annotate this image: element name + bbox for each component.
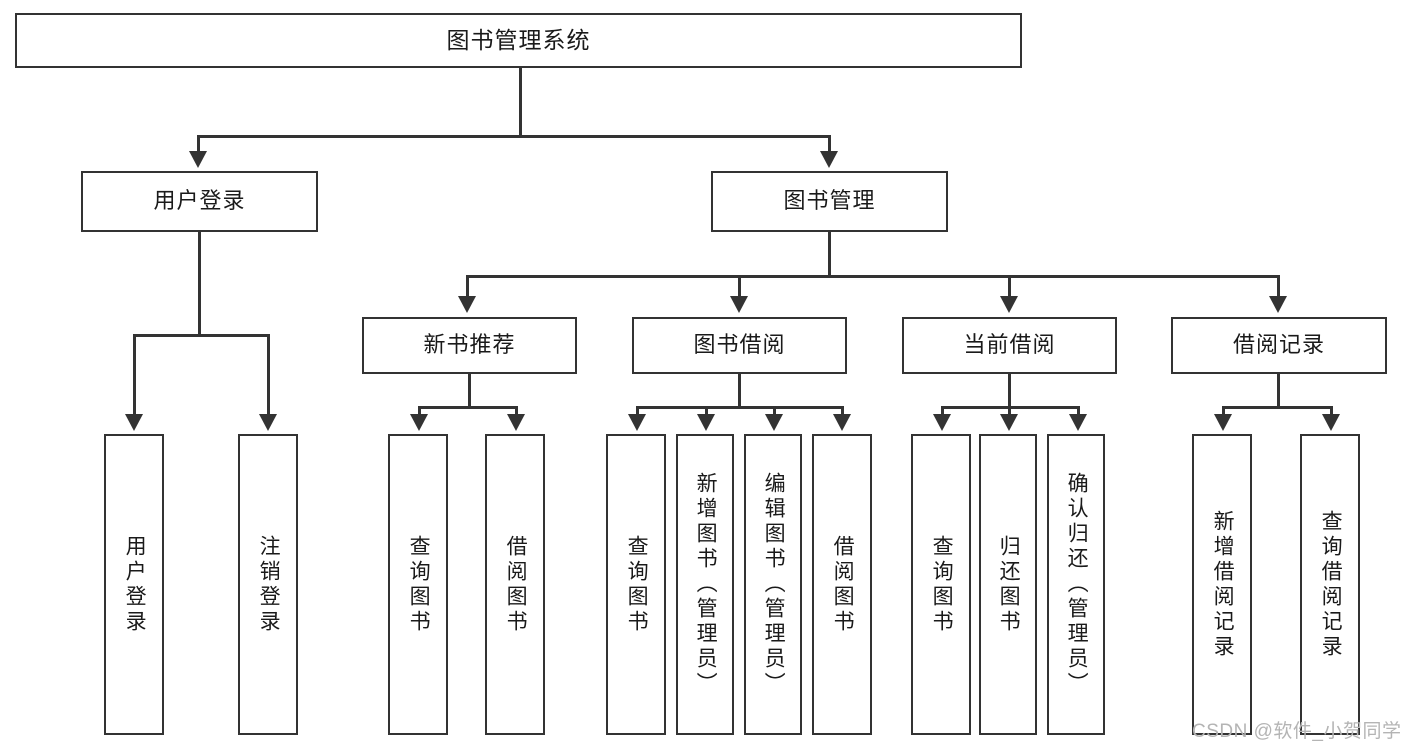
node-borrow-record[interactable]: 借阅记录 (1171, 317, 1387, 374)
leaf-book-borrow-edit-book-admin[interactable]: 编辑图书（管理员） (744, 434, 802, 735)
arrowhead-borrow-record-child-0 (1214, 414, 1232, 431)
edge-borrow-record-child-0 (1222, 406, 1225, 418)
edge-borrow-record-child-1 (1330, 406, 1333, 418)
leaf-user-login-logout[interactable]: 注销登录 (238, 434, 298, 735)
arrowhead-to-current-borrow (1000, 296, 1018, 313)
edge-current-borrow-child-0 (941, 406, 944, 418)
arrowhead-current-borrow-child-1 (1000, 414, 1018, 431)
arrowhead-current-borrow-child-2 (1069, 414, 1087, 431)
leaf-new-book-borrow-book[interactable]: 借阅图书 (485, 434, 545, 735)
leaf-book-borrow-add-book-admin[interactable]: 新增图书（管理员） (676, 434, 734, 735)
edge-book-borrow-child-1 (705, 406, 708, 418)
leaf-new-book-query-book[interactable]: 查询图书 (388, 434, 448, 735)
edge-new-book-stem (468, 374, 471, 408)
edge-book-borrow-child-3 (841, 406, 844, 418)
arrowhead-user-login-child-1 (259, 414, 277, 431)
arrowhead-to-book-borrow (730, 296, 748, 313)
node-book-borrow[interactable]: 图书借阅 (632, 317, 847, 374)
arrowhead-to-user-login (189, 151, 207, 168)
edge-current-borrow-child-2 (1077, 406, 1080, 418)
edge-current-borrow-stem (1008, 374, 1011, 408)
edge-bm-to-borrow-record (1277, 275, 1280, 299)
node-book-management[interactable]: 图书管理 (711, 171, 948, 232)
edge-root-bus (197, 135, 831, 138)
leaf-current-borrow-confirm-return-admin[interactable]: 确认归还（管理员） (1047, 434, 1105, 735)
edge-user-login-child-1 (267, 334, 270, 418)
edge-book-borrow-child-2 (773, 406, 776, 418)
edge-current-borrow-child-1 (1008, 406, 1011, 418)
edge-bm-to-new-book (466, 275, 469, 299)
edge-new-book-bus (418, 406, 518, 409)
edge-root-to-user-login (197, 135, 200, 155)
node-user-login[interactable]: 用户登录 (81, 171, 318, 232)
node-root-book-management-system[interactable]: 图书管理系统 (15, 13, 1022, 68)
edge-root-to-book-management (828, 135, 831, 155)
arrowhead-to-borrow-record (1269, 296, 1287, 313)
edge-borrow-record-bus (1222, 406, 1333, 409)
arrowhead-new-book-child-1 (507, 414, 525, 431)
edge-user-login-stem (198, 232, 201, 336)
arrowhead-new-book-child-0 (410, 414, 428, 431)
arrowhead-to-new-book-recommend (458, 296, 476, 313)
node-new-book-recommend[interactable]: 新书推荐 (362, 317, 577, 374)
leaf-book-borrow-query-book[interactable]: 查询图书 (606, 434, 666, 735)
edge-user-login-child-0 (133, 334, 136, 418)
node-current-borrow[interactable]: 当前借阅 (902, 317, 1117, 374)
arrowhead-book-borrow-child-0 (628, 414, 646, 431)
arrowhead-borrow-record-child-1 (1322, 414, 1340, 431)
edge-bm-to-book-borrow (738, 275, 741, 299)
leaf-book-borrow-borrow-book[interactable]: 借阅图书 (812, 434, 872, 735)
csdn-watermark: CSDN @软件_小贺同学 (1192, 721, 1402, 742)
leaf-borrow-record-query-record[interactable]: 查询借阅记录 (1300, 434, 1360, 735)
edge-new-book-child-1 (515, 406, 518, 418)
edge-root-stem (519, 68, 522, 137)
edge-book-borrow-stem (738, 374, 741, 408)
edge-borrow-record-stem (1277, 374, 1280, 408)
leaf-user-login-login[interactable]: 用户登录 (104, 434, 164, 735)
edge-new-book-child-0 (418, 406, 421, 418)
arrowhead-book-borrow-child-3 (833, 414, 851, 431)
edge-book-management-bus (466, 275, 1280, 278)
edge-book-borrow-child-0 (636, 406, 639, 418)
arrowhead-current-borrow-child-0 (933, 414, 951, 431)
edge-bm-to-current-borrow (1008, 275, 1011, 299)
leaf-current-borrow-query-book[interactable]: 查询图书 (911, 434, 971, 735)
arrowhead-to-book-management (820, 151, 838, 168)
leaf-borrow-record-add-record[interactable]: 新增借阅记录 (1192, 434, 1252, 735)
edge-book-borrow-bus (636, 406, 842, 409)
edge-user-login-bus (133, 334, 270, 337)
edge-book-management-stem (828, 232, 831, 277)
arrowhead-user-login-child-0 (125, 414, 143, 431)
arrowhead-book-borrow-child-2 (765, 414, 783, 431)
arrowhead-book-borrow-child-1 (697, 414, 715, 431)
leaf-current-borrow-return-book[interactable]: 归还图书 (979, 434, 1037, 735)
